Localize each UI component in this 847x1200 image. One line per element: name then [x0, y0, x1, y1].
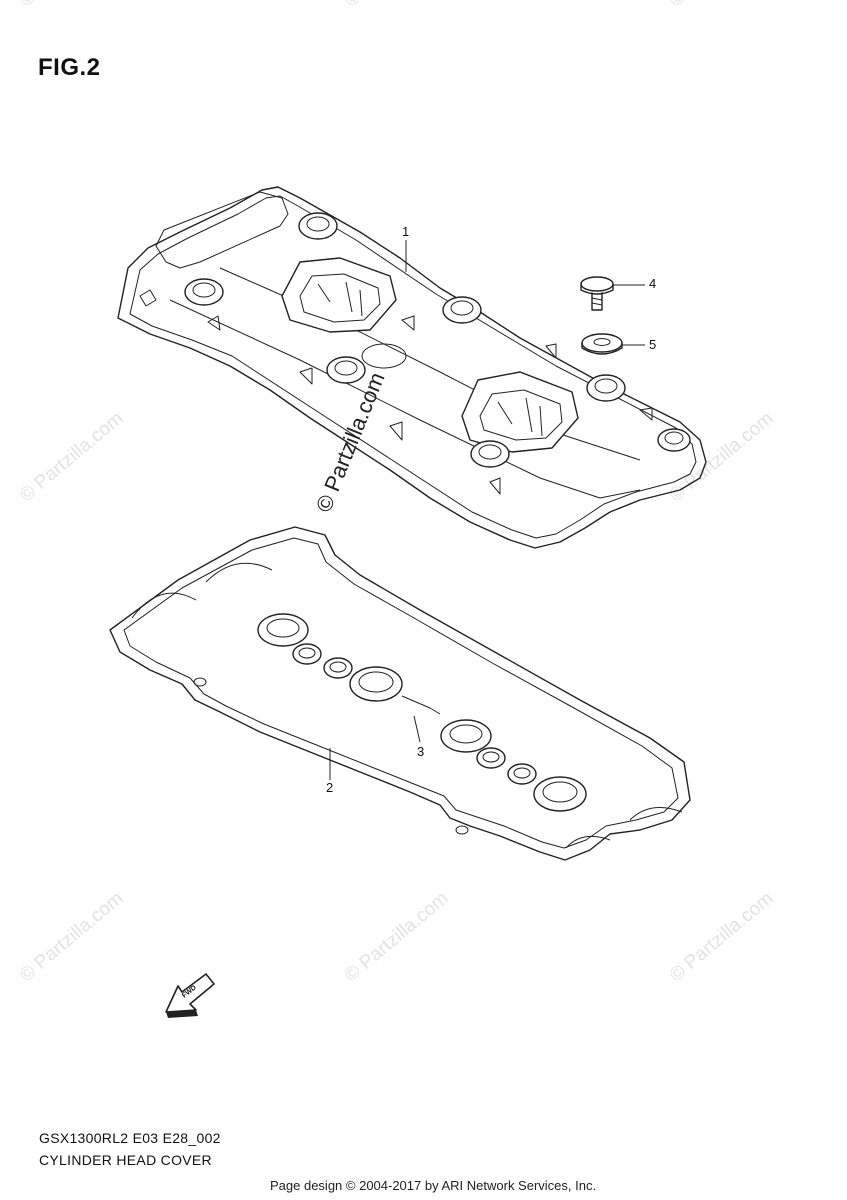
plug-hole-gasket[interactable] — [257, 613, 587, 812]
figure-label: FIG.2 — [38, 54, 101, 81]
leader-lines — [329, 240, 645, 780]
fwd-arrow-icon: FWD — [165, 973, 215, 1018]
callout-3: 3 — [417, 744, 425, 759]
bolt[interactable] — [580, 276, 614, 311]
page-credit: Page design © 2004-2017 by ARI Network S… — [270, 1178, 597, 1193]
grommet[interactable] — [581, 333, 623, 355]
callout-2: 2 — [326, 780, 334, 795]
cylinder-head-cover[interactable] — [117, 186, 707, 549]
callout-4: 4 — [649, 276, 657, 291]
callout-5: 5 — [649, 337, 657, 352]
callout-1: 1 — [402, 224, 410, 239]
diagram-title: CYLINDER HEAD COVER — [39, 1152, 212, 1168]
cover-gasket[interactable] — [109, 526, 691, 861]
model-code: GSX1300RL2 E03 E28_002 — [39, 1130, 221, 1146]
